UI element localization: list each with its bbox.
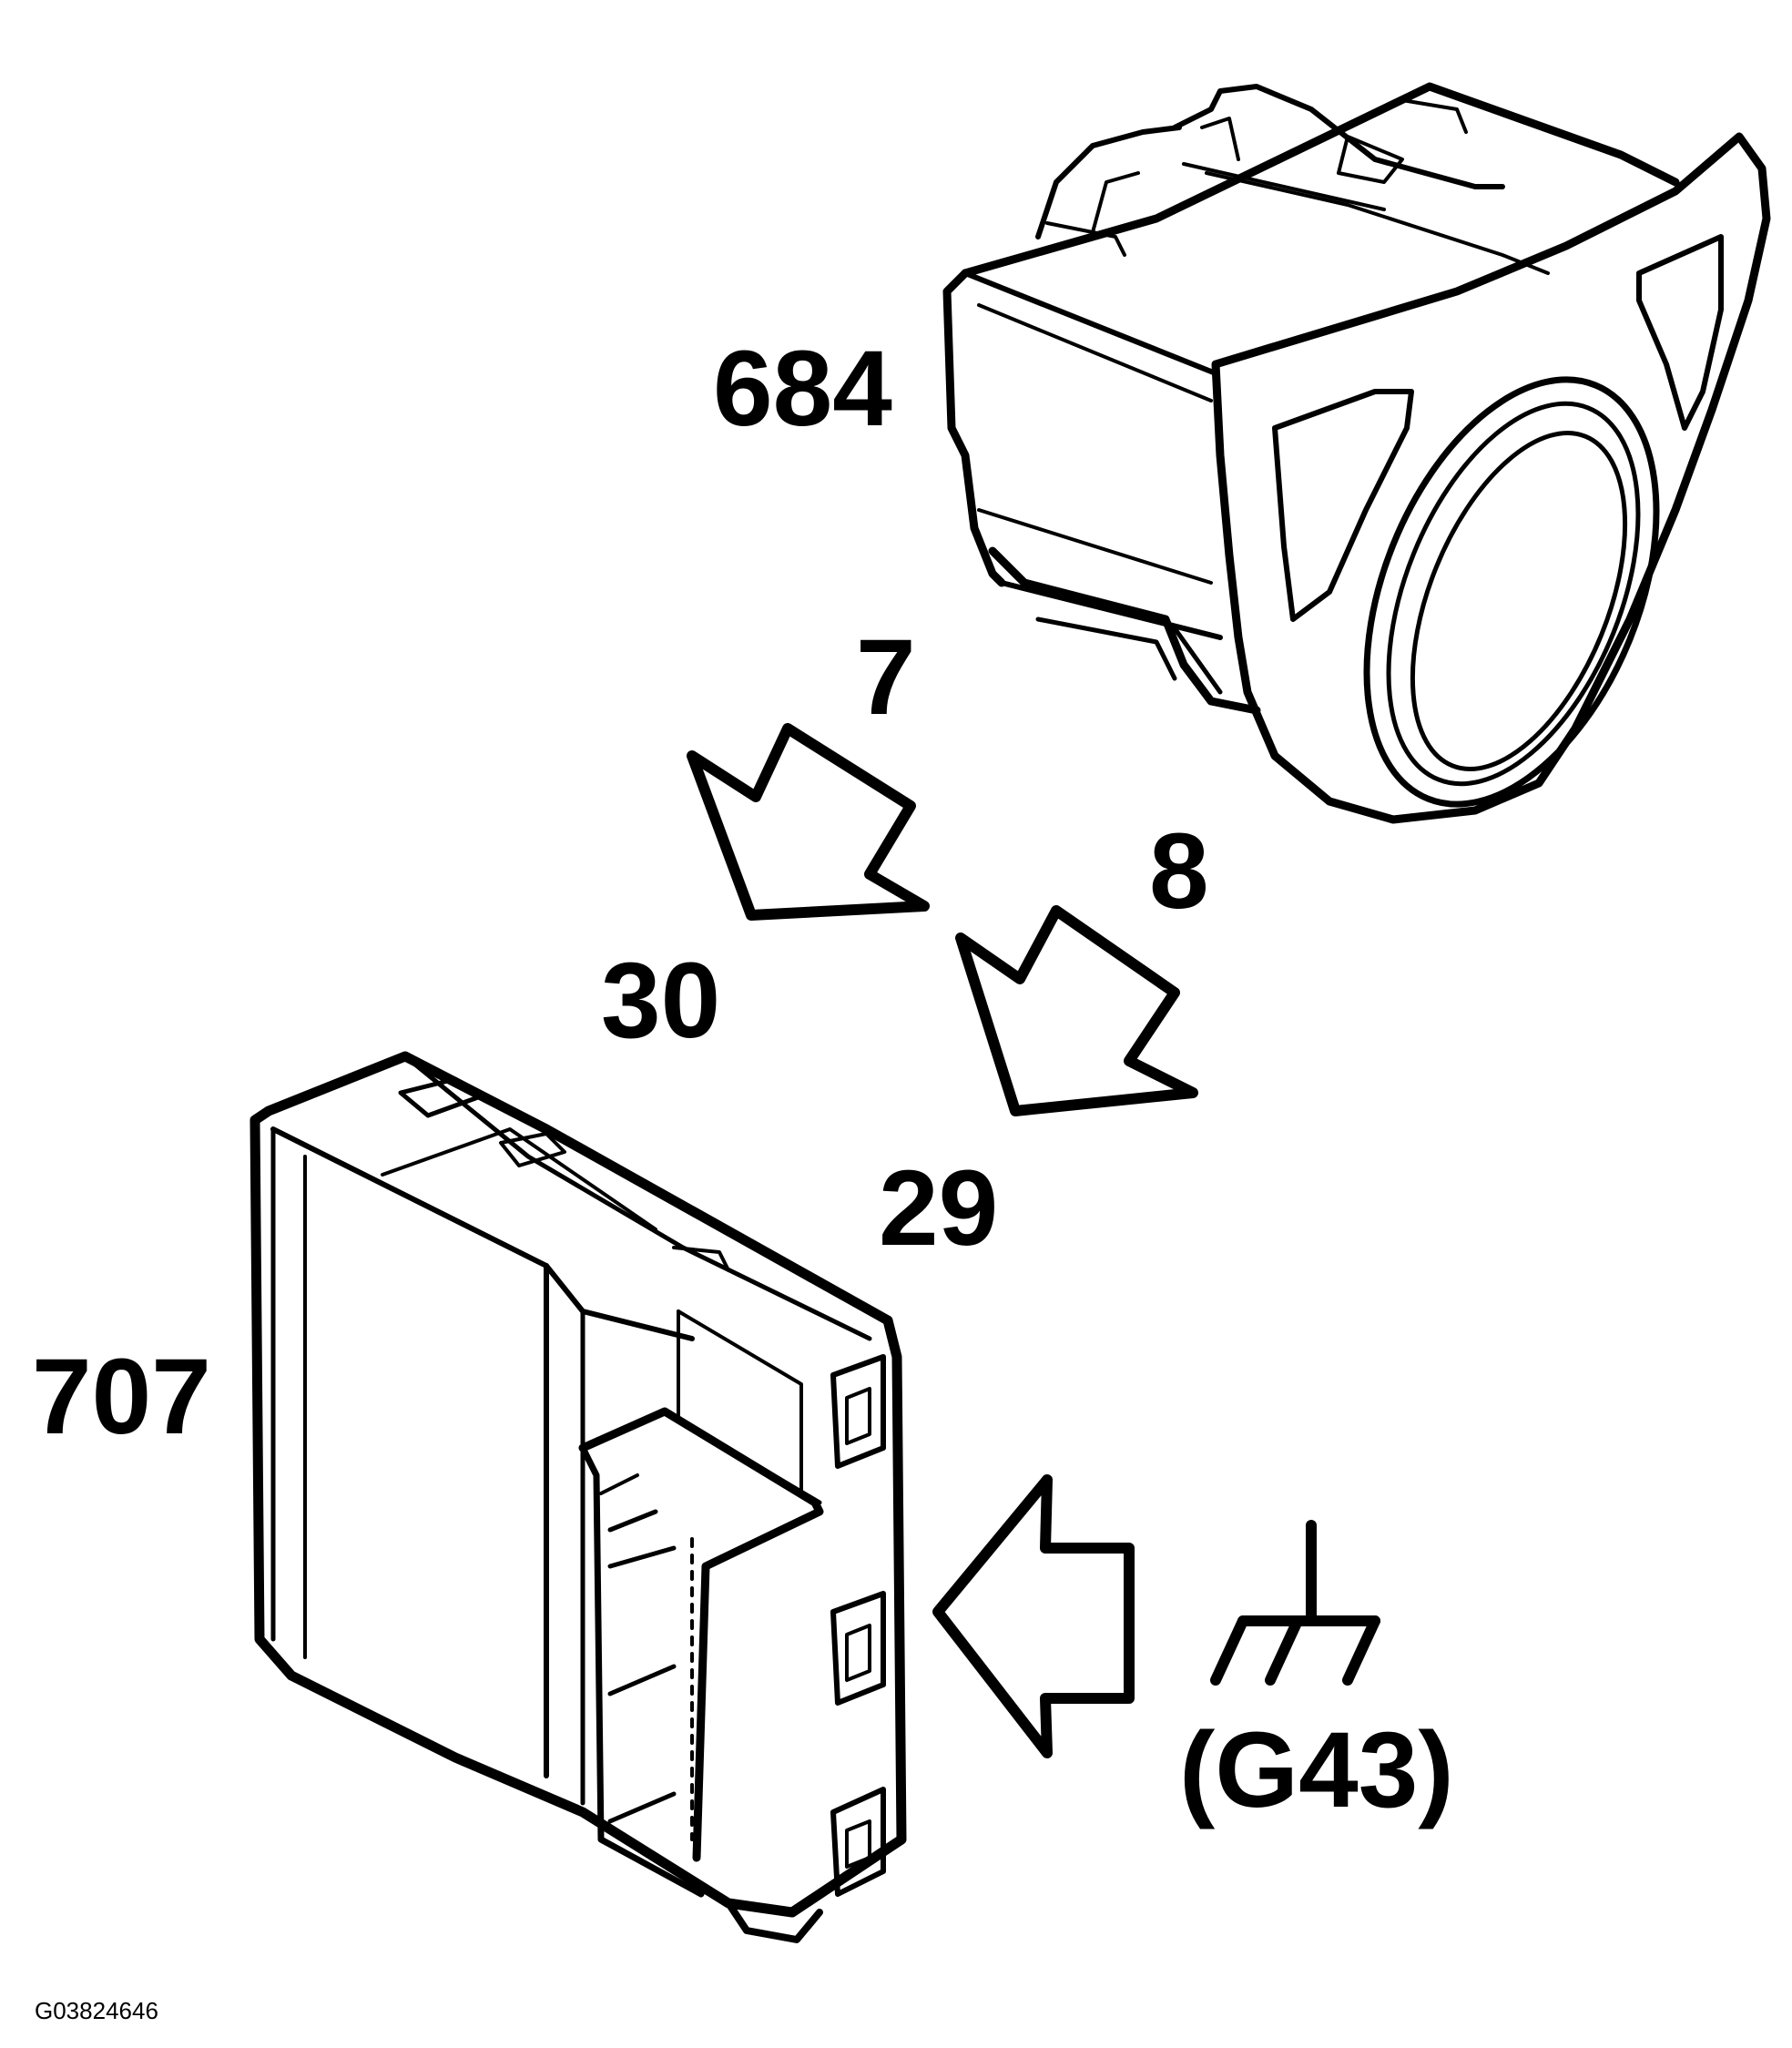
callout-30: 30: [601, 941, 721, 1061]
figure-id: G03824646: [35, 1997, 158, 2024]
arrow-icon: [687, 723, 930, 921]
callout-7: 7: [856, 617, 916, 738]
component-684-drawing: [942, 82, 1771, 824]
callout-8: 8: [1149, 811, 1209, 932]
arrow-icon: [932, 1474, 1135, 1758]
arrow-icon: [955, 905, 1198, 1116]
ground-icon: [1210, 1520, 1380, 1686]
ground-label: (G43): [1179, 1710, 1454, 1830]
callout-29: 29: [879, 1148, 999, 1269]
component-707-drawing: [249, 1051, 907, 1943]
callout-684: 684: [713, 329, 892, 449]
callout-707: 707: [32, 1337, 211, 1457]
